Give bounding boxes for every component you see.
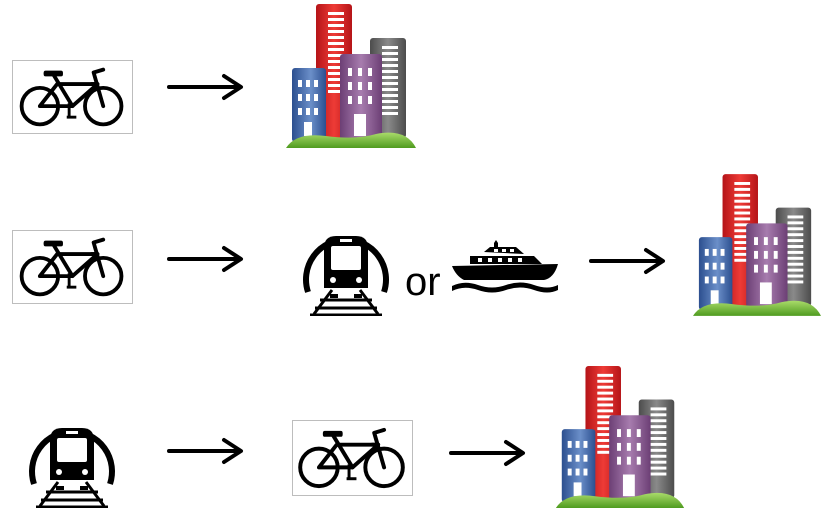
city-icon — [286, 2, 416, 152]
metro-icon — [22, 408, 122, 508]
bicycle-icon — [292, 420, 413, 496]
arrow-icon — [588, 246, 668, 276]
arrow-icon — [448, 438, 528, 468]
bicycle-icon — [12, 60, 133, 134]
arrow-icon — [166, 72, 246, 102]
city-icon — [693, 172, 821, 320]
arrow-icon — [166, 436, 246, 466]
arrow-icon — [166, 244, 246, 274]
or-label: or — [405, 260, 441, 304]
bicycle-icon — [12, 230, 133, 304]
metro-icon — [296, 216, 396, 316]
city-icon — [555, 364, 685, 512]
ferry-icon — [450, 238, 560, 298]
